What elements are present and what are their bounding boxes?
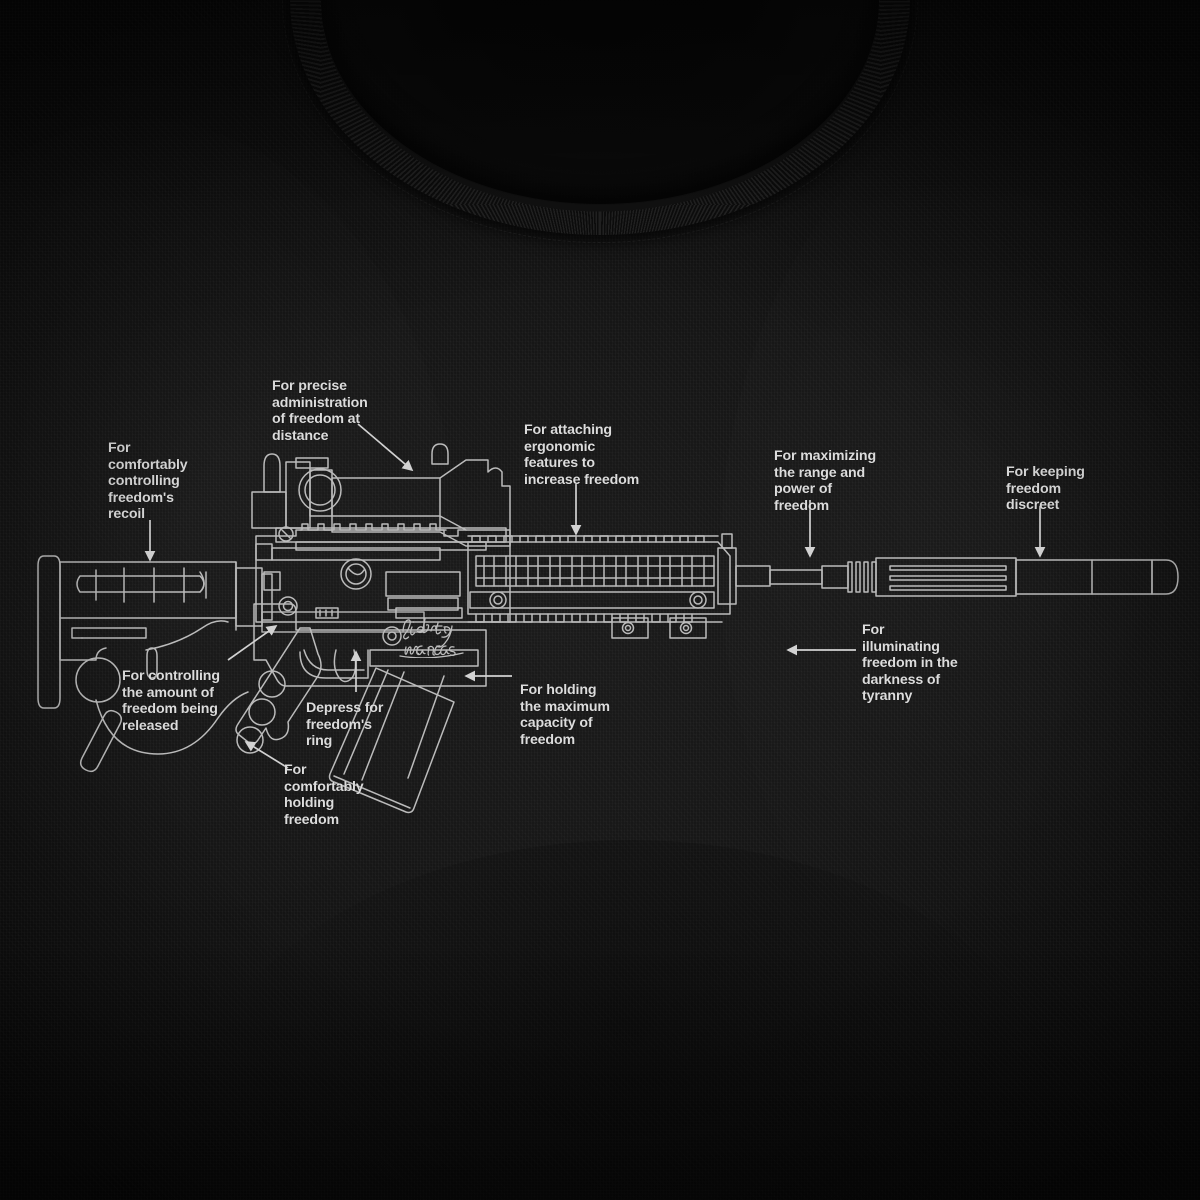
callout-magazine-release: Depress for freedom's ring (306, 700, 384, 750)
callout-grip: For comfortably holding freedom (284, 762, 364, 828)
callout-magazine: For holding the maximum capacity of free… (520, 682, 610, 748)
callout-stock: For comfortably controlling freedom's re… (108, 440, 188, 523)
callout-barrel: For maximizing the range and power of fr… (774, 448, 876, 514)
callout-optic: For precise administration of freedom at… (272, 378, 368, 444)
callout-rail: For attaching ergonomic features to incr… (524, 422, 640, 488)
arrow-grip (244, 741, 289, 769)
callout-weapon-light: For illuminating freedom in the darkness… (862, 622, 958, 705)
brand-logo-liberty-maniacs (399, 618, 464, 658)
callout-trigger: For controlling the amount of freedom be… (122, 668, 220, 734)
arrow-trigger (227, 625, 278, 661)
callout-suppressor: For keeping freedom discreet (1006, 464, 1085, 514)
